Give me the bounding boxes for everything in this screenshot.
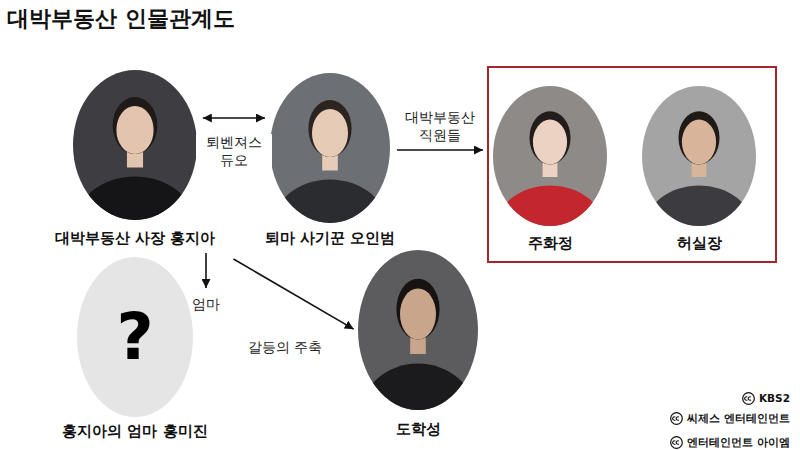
character-node: 퇴마 사기꾼 오인범 bbox=[262, 73, 399, 247]
relation-arrow bbox=[203, 117, 265, 119]
edge-label: 엄마 bbox=[190, 296, 222, 314]
credit-holder: KBS2 bbox=[759, 387, 790, 406]
diagram-title: 대박부동산 인물관계도 bbox=[7, 5, 235, 33]
cc-icon bbox=[670, 412, 683, 425]
character-name: 도학성 bbox=[396, 420, 441, 438]
portrait-oval bbox=[493, 86, 607, 226]
cc-icon bbox=[742, 392, 755, 405]
portrait-oval bbox=[358, 250, 478, 410]
edge-label-holder: 엄마 bbox=[184, 294, 228, 314]
relation-arrow bbox=[205, 253, 207, 288]
character-name: 허실장 bbox=[677, 234, 722, 252]
character-name: 홍지아의 엄마 홍미진 bbox=[62, 422, 207, 440]
edge-label-holder: 퇴벤져스 듀오 bbox=[196, 134, 272, 169]
character-node: 주화정 bbox=[490, 86, 610, 252]
cc-icon bbox=[670, 436, 683, 449]
edge-label: 대박부동산 직원들 bbox=[398, 109, 482, 144]
relation-arrow bbox=[234, 259, 354, 329]
copyright-credit: 엔터테인먼트 아이엠 bbox=[687, 436, 790, 449]
credit-holder: 엔터테인먼트 아이엠 bbox=[687, 431, 790, 450]
character-node: ? 홍지아의 엄마 홍미진 bbox=[59, 257, 211, 440]
character-name: 대박부동산 사장 홍지아 bbox=[55, 229, 215, 247]
relation-arrow bbox=[397, 149, 483, 151]
edge-label: 퇴벤져스 듀오 bbox=[196, 134, 272, 169]
portrait-oval bbox=[270, 73, 390, 223]
portrait-oval bbox=[642, 86, 756, 226]
character-name: 주화정 bbox=[528, 234, 573, 252]
credit-holder: 씨제스 엔터테인먼트 bbox=[687, 407, 790, 426]
copyright-credit: 씨제스 엔터테인먼트 bbox=[687, 412, 790, 425]
copyright-credit: KBS2 bbox=[759, 392, 790, 405]
edge-label-holder: 대박부동산 직원들 bbox=[398, 109, 482, 144]
character-node: 대박부동산 사장 홍지아 bbox=[52, 70, 219, 247]
portrait-oval bbox=[73, 70, 197, 220]
character-node: 도학성 bbox=[355, 250, 481, 438]
group-box: 주화정 허실장 bbox=[487, 66, 777, 263]
character-node: 허실장 bbox=[639, 86, 759, 252]
edge-label-holder: 갈등의 주축 bbox=[239, 337, 331, 357]
question-mark: ? bbox=[59, 257, 211, 417]
character-name: 퇴마 사기꾼 오인범 bbox=[265, 229, 395, 247]
edge-label: 갈등의 주축 bbox=[246, 339, 324, 357]
